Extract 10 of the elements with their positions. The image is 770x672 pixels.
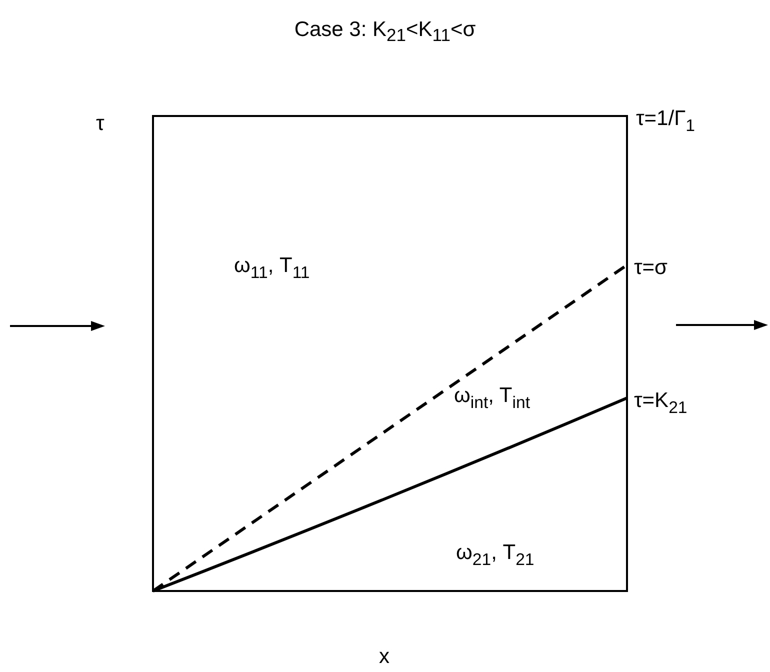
- region-label: ω$_{11}$, T$_{11}$: [234, 255, 310, 276]
- region-label: ω$_{21}$, T$_{21}$: [456, 542, 534, 563]
- axis-label: x: [379, 646, 390, 667]
- axis-label: τ=σ: [634, 257, 668, 278]
- axis-label: τ=1/Γ$_{1}$: [636, 108, 695, 129]
- region-label: ω$_{int}$, T$_{int}$: [454, 385, 530, 406]
- axis-label: τ=K$_{21}$: [634, 390, 688, 411]
- axis-label: τ: [96, 113, 104, 134]
- title: Case 3: K$_{21}$<K$_{11}$<σ: [293, 18, 477, 46]
- domain-square: [152, 115, 628, 592]
